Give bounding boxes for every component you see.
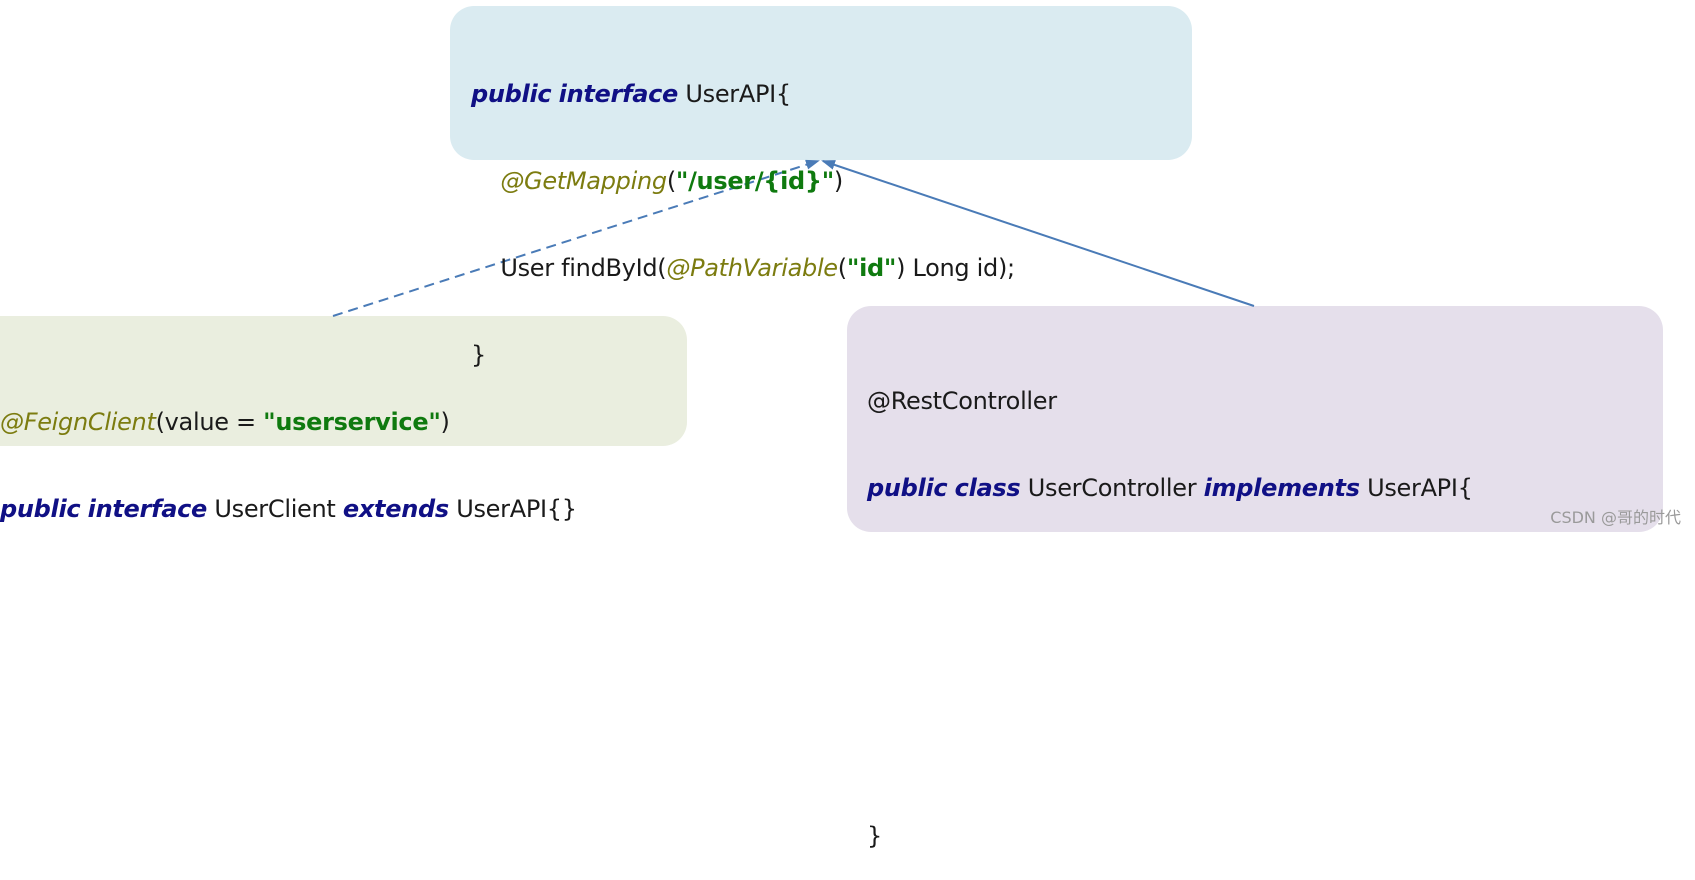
service-name-string: "userservice" <box>263 408 441 436</box>
indent <box>471 167 500 195</box>
controller-blank-line <box>867 561 1473 590</box>
arrows-layer <box>332 159 1255 317</box>
watermark: CSDN @哥的时代 <box>1550 508 1681 527</box>
user-controller-class-box <box>847 306 1663 532</box>
method-params-tail: ) Long id); <box>896 254 1015 282</box>
client-line-1: @FeignClient(value = "userservice") <box>0 408 577 437</box>
keyword-class: class <box>954 474 1021 502</box>
annotation-feignclient: @FeignClient <box>0 408 156 436</box>
controller-line-2: public class UserController implements U… <box>867 474 1473 503</box>
user-api-code: public interface UserAPI{ @GetMapping("/… <box>471 22 1015 399</box>
keyword-interface: interface <box>87 495 208 523</box>
paren-close: ) <box>440 408 450 436</box>
dashed-arrow-client-to-api <box>332 159 820 317</box>
keyword-public: public <box>0 495 81 523</box>
method-signature: User findById( <box>500 254 667 282</box>
keyword-public: public <box>471 80 552 108</box>
controller-blank-line <box>867 648 1473 677</box>
parent-interface: UserAPI{} <box>456 495 577 523</box>
annotation-restcontroller: @RestController <box>867 387 1057 415</box>
class-name: UserController <box>1027 474 1197 502</box>
keyword-interface: interface <box>558 80 679 108</box>
controller-blank-line <box>867 735 1473 764</box>
user-client-interface-box <box>0 316 687 446</box>
client-line-2: public interface UserClient extends User… <box>0 495 577 524</box>
keyword-public: public <box>867 474 948 502</box>
user-api-interface-box <box>450 6 1192 160</box>
closing-brace: } <box>471 341 486 369</box>
user-client-code: @FeignClient(value = "userservice") publ… <box>0 350 577 553</box>
keyword-extends: extends <box>342 495 449 523</box>
paren-open: ( <box>837 254 847 282</box>
paren-close: ) <box>833 167 843 195</box>
controller-line-1: @RestController <box>867 387 1473 416</box>
api-line-3: User findById(@PathVariable("id") Long i… <box>471 254 1015 283</box>
id-string: "id" <box>846 254 897 282</box>
indent <box>471 254 500 282</box>
paren-open: ( <box>666 167 676 195</box>
user-controller-code: @RestController public class UserControl… <box>867 329 1473 880</box>
feign-args: (value = <box>155 408 264 436</box>
api-line-2: @GetMapping("/user/{id}") <box>471 167 1015 196</box>
api-line-4: } <box>471 341 1015 370</box>
annotation-getmapping: @GetMapping <box>500 167 667 195</box>
interface-name: UserAPI{ <box>685 80 791 108</box>
path-string: "/user/{id}" <box>675 167 834 195</box>
keyword-implements: implements <box>1203 474 1360 502</box>
api-line-1: public interface UserAPI{ <box>471 80 1015 109</box>
solid-arrow-controller-to-api <box>821 160 1255 307</box>
interface-name: UserClient <box>214 495 336 523</box>
annotation-pathvariable: @PathVariable <box>666 254 838 282</box>
controller-line-6: } <box>867 822 1473 851</box>
closing-brace: } <box>867 822 882 850</box>
implemented-interface: UserAPI{ <box>1367 474 1473 502</box>
